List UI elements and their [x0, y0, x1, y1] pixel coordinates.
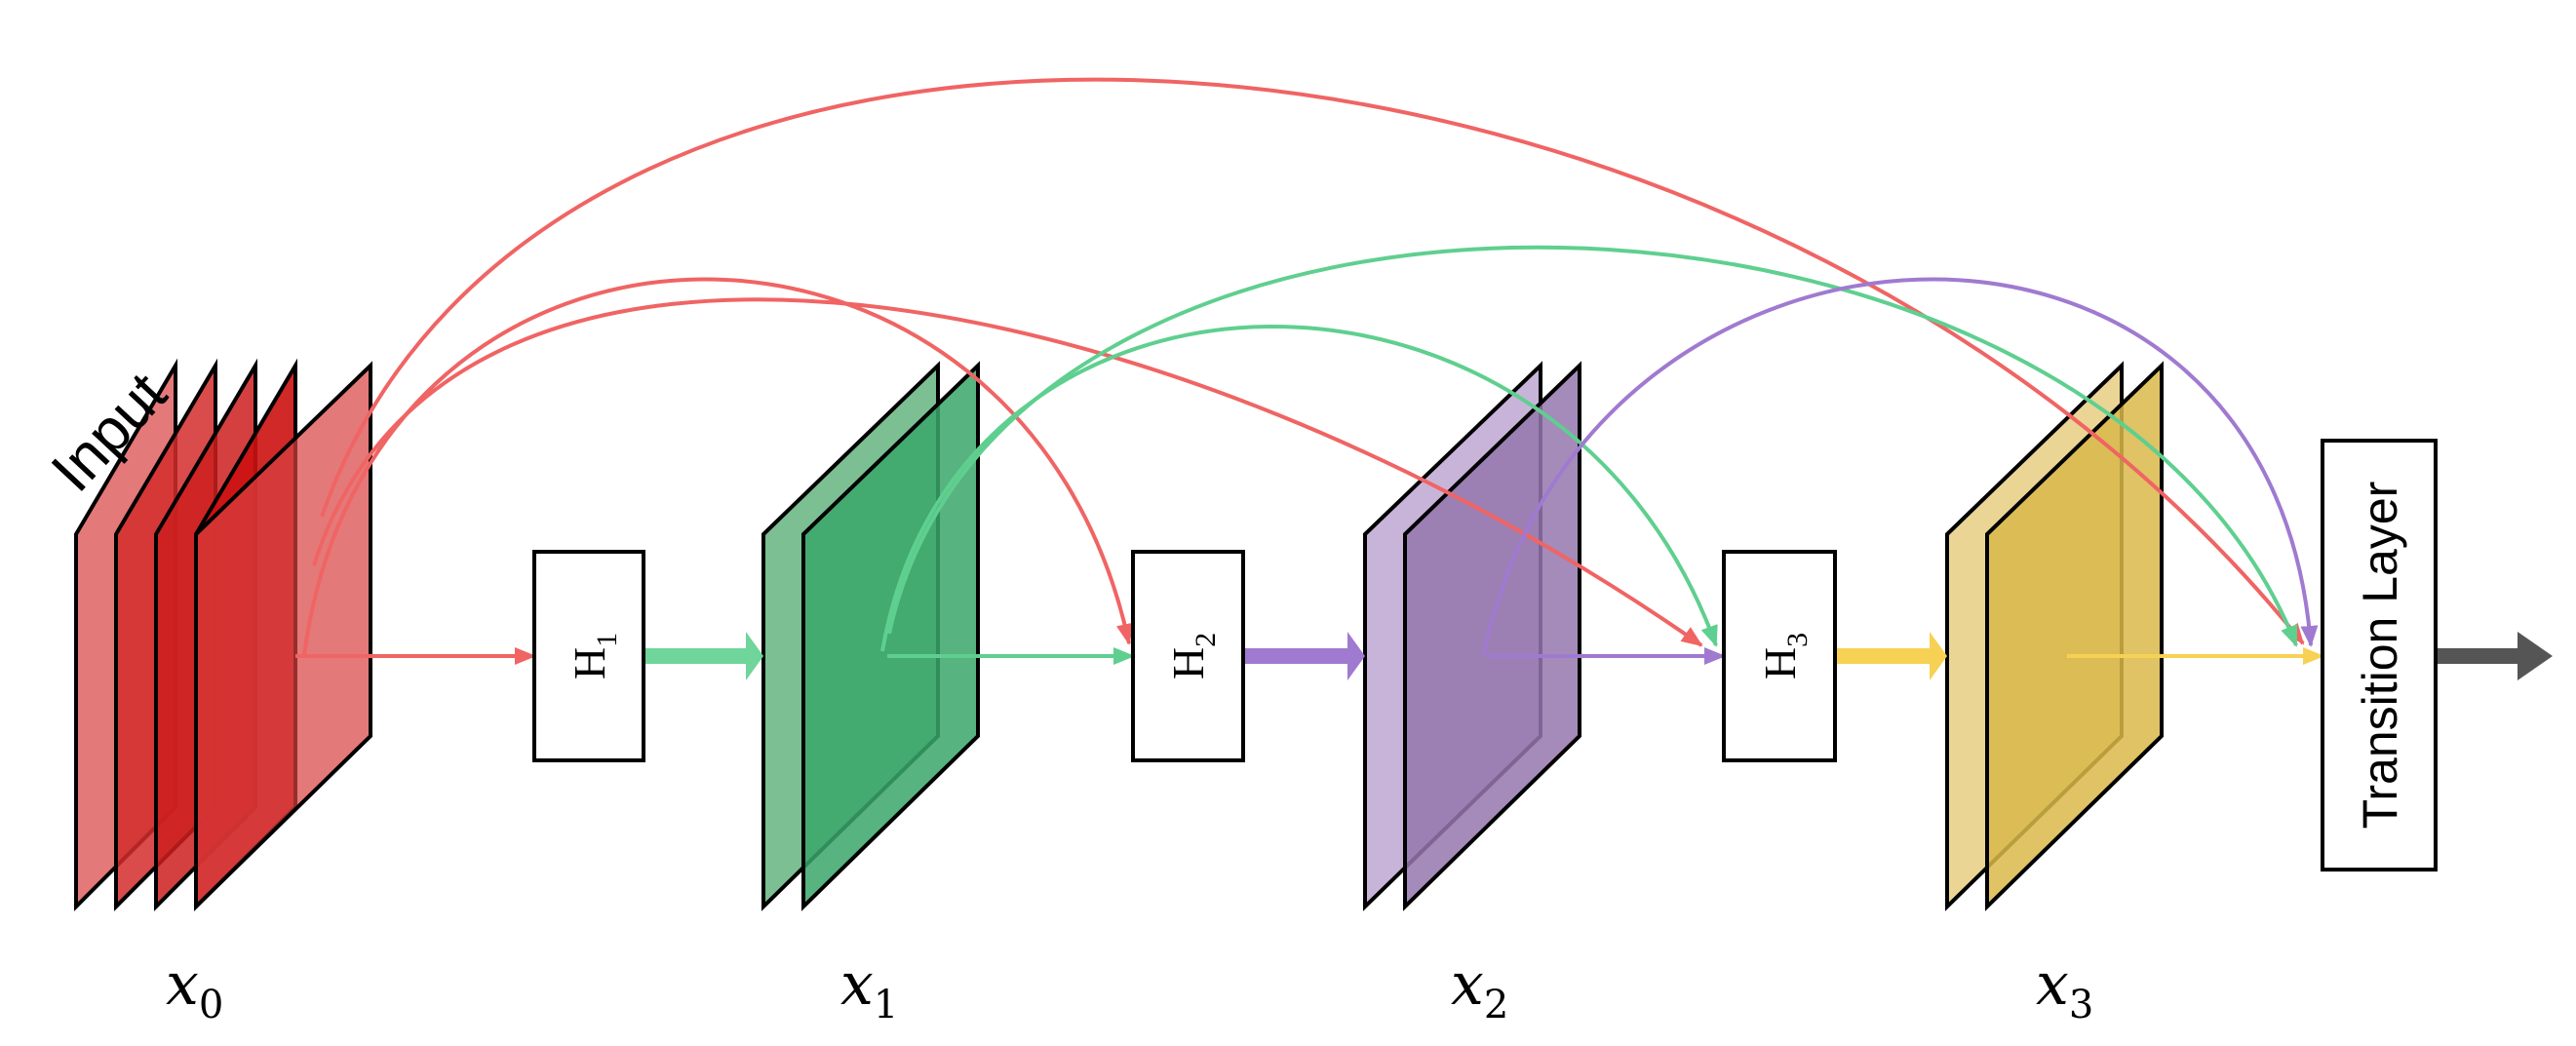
h2-to-x2-arrowhead	[1347, 632, 1365, 680]
dense-connections	[302, 77, 2319, 656]
h1-label: H1	[565, 633, 623, 679]
x1-feature-stack	[761, 361, 980, 911]
h1-block: H1	[532, 550, 645, 762]
x0-to-h2-curve	[302, 277, 1134, 656]
transition-layer-block: Transition Layer	[2321, 439, 2438, 872]
x0-to-transition-curve	[320, 77, 2305, 645]
x3-plane-2	[1985, 361, 2164, 911]
x2-label: x2	[1451, 950, 1508, 1027]
x3-feature-stack	[1945, 361, 2164, 911]
h1-to-x1-arrowhead	[746, 632, 763, 680]
h3-to-x3-arrowhead	[1930, 632, 1947, 680]
x1-to-h3-curve	[880, 325, 1718, 652]
h3-label: H3	[1755, 633, 1814, 679]
straight-connections	[295, 632, 2553, 680]
x2-feature-stack	[1363, 361, 1581, 911]
x0-feature-stack	[74, 358, 372, 911]
h2-block: H2	[1131, 550, 1245, 762]
output-arrowhead	[2517, 632, 2553, 680]
x1-plane-2	[801, 361, 980, 911]
x0-to-h3-curve	[312, 297, 1703, 647]
x0-label: x0	[166, 950, 223, 1027]
h3-block: H3	[1722, 550, 1837, 762]
x1-label: x1	[840, 950, 898, 1027]
x2-plane-2	[1403, 361, 1581, 911]
h2-label: H2	[1163, 633, 1222, 679]
transition-layer-label: Transition Layer	[2353, 482, 2407, 830]
x1-to-transition-curve	[887, 245, 2298, 647]
x2-to-transition-curve	[1482, 277, 2319, 656]
x3-label: x3	[2036, 950, 2093, 1027]
